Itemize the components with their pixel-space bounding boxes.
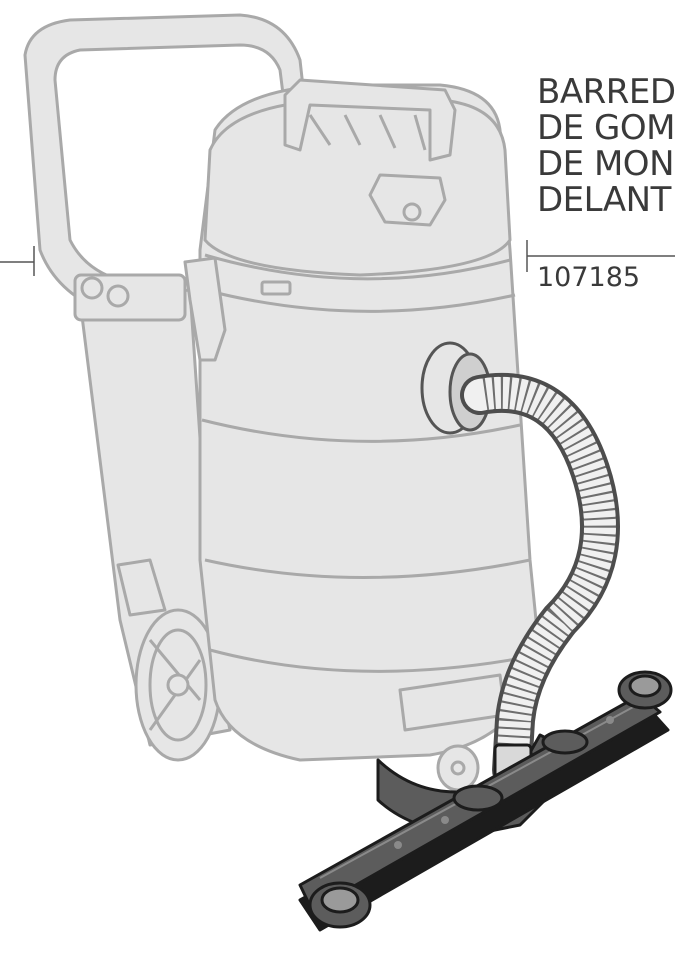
callout-line-4: DELANT — [537, 180, 671, 218]
leader-line-left — [0, 246, 35, 276]
part-callout: BARRED DE GOM DE MON DELANT — [537, 74, 675, 218]
leader-line-right — [526, 240, 675, 272]
front-caster — [436, 744, 480, 792]
callout-line-3: DE MON — [537, 144, 675, 184]
part-number: 107185 — [537, 262, 641, 293]
callout-line-2: DE GOM — [537, 108, 675, 148]
callout-line-1: BARRED — [537, 74, 675, 112]
vacuum-tank — [183, 78, 542, 762]
squeegee-wheels — [308, 670, 673, 929]
flexible-hose — [460, 372, 620, 790]
